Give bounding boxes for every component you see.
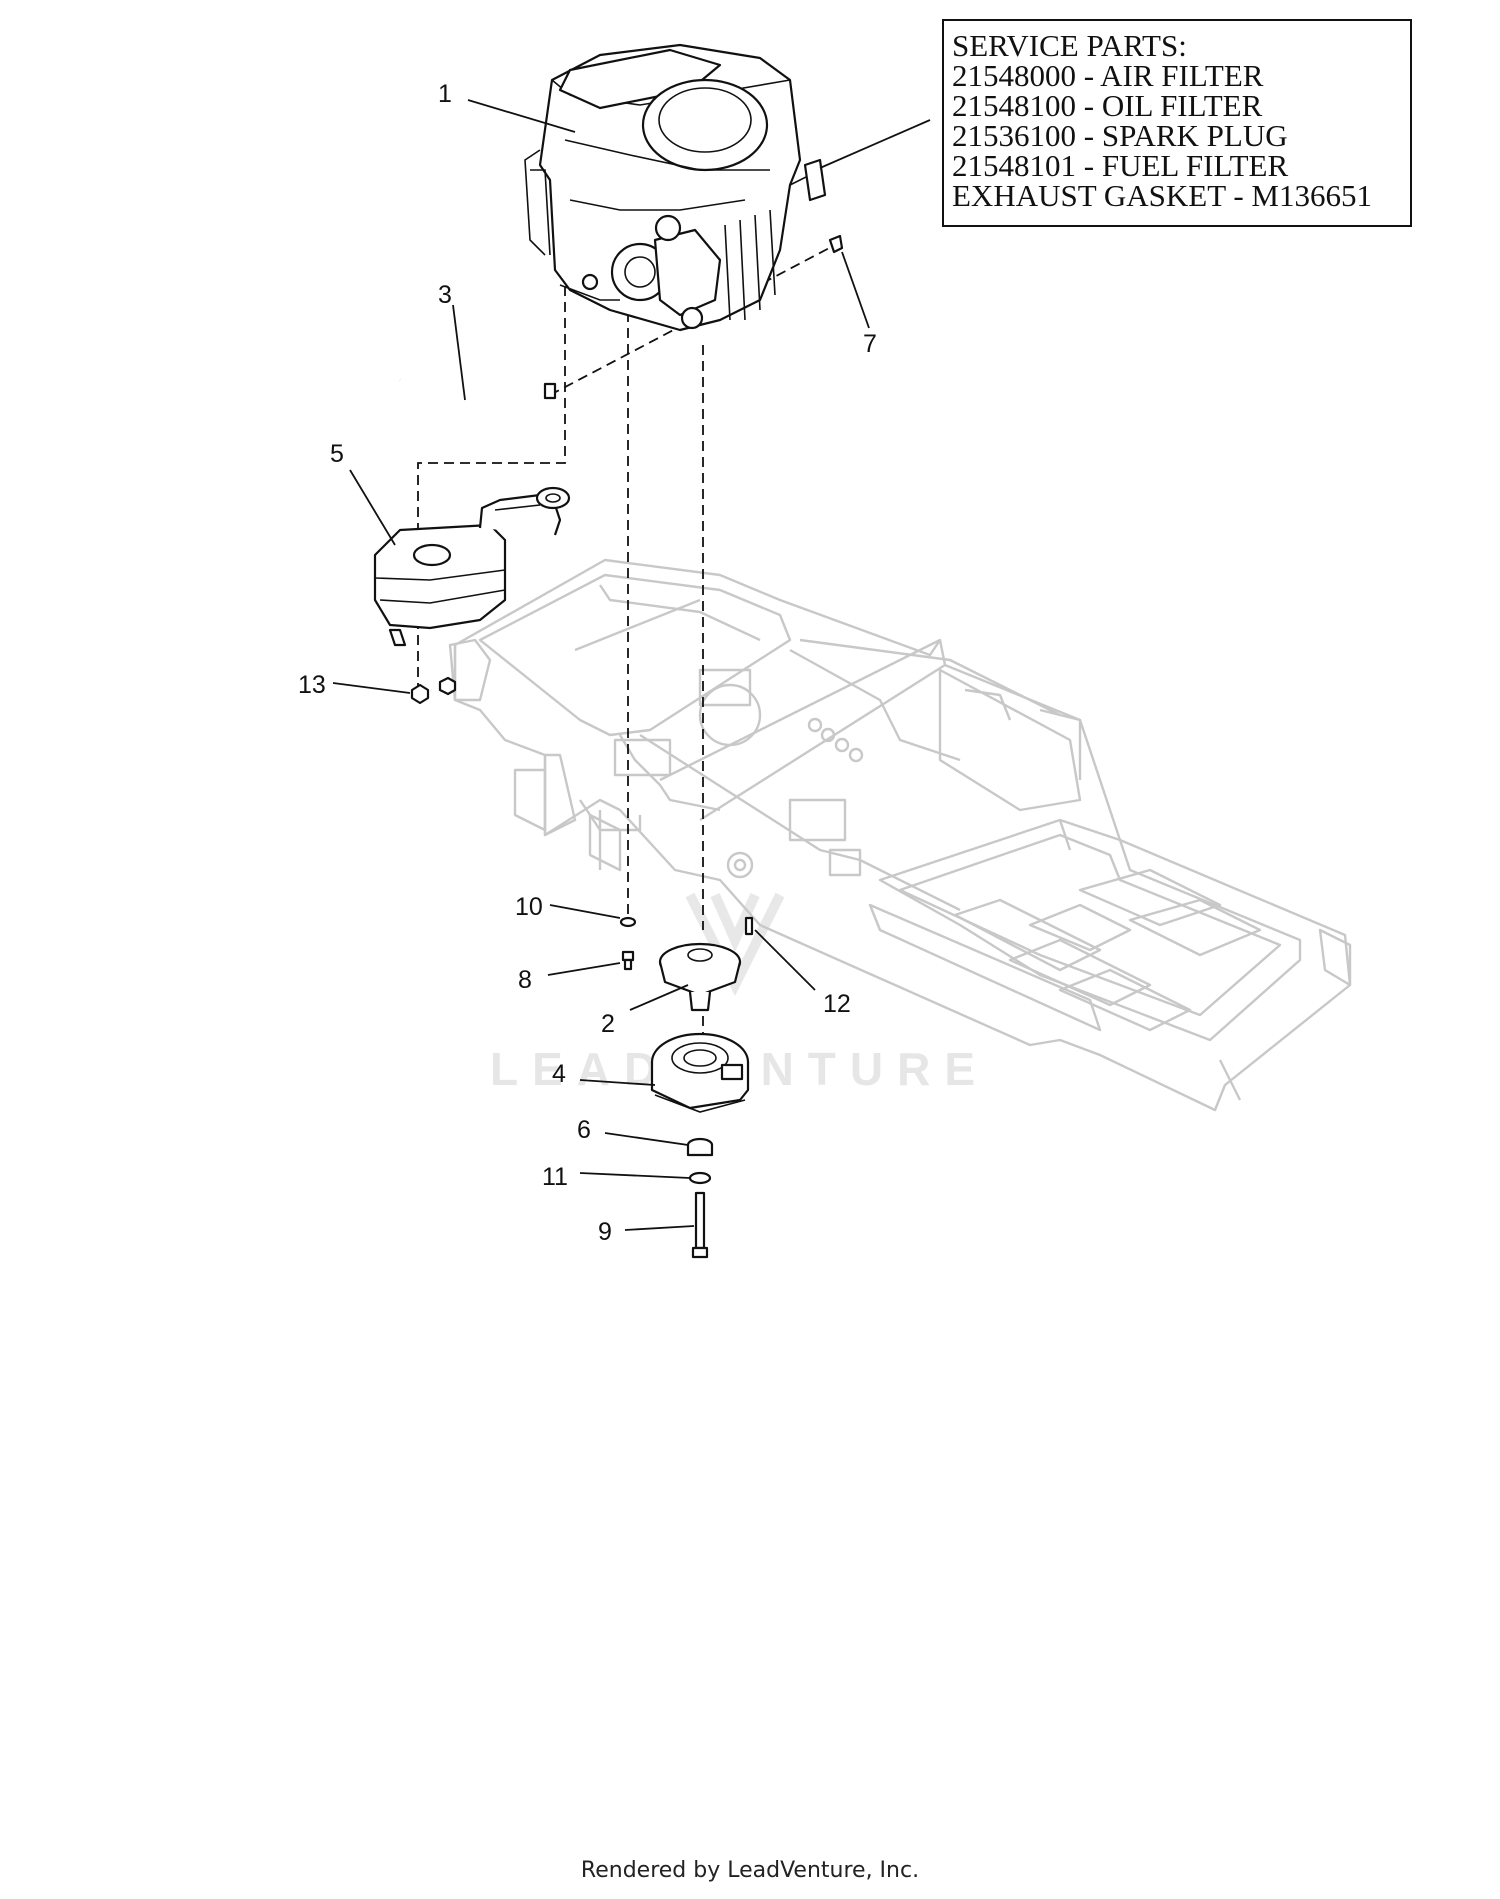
bolt-part-8 [621,950,635,971]
bolt-part-9 [691,1191,709,1259]
service-part-oil-filter: 21548100 - OIL FILTER [952,88,1263,123]
engine-part-1 [524,43,827,332]
watermark-logo-icon [685,892,785,997]
chassis-frame [448,558,1352,1112]
callout-3: 3 [438,281,452,309]
service-part-air-filter: 21548000 - AIR FILTER [952,58,1264,93]
callout-9: 9 [598,1218,612,1246]
callout-8: 8 [518,966,532,994]
service-part-exhaust-gasket: EXHAUST GASKET - M136651 [952,178,1372,213]
callout-6: 6 [577,1116,591,1144]
muffler-part-5 [373,486,571,647]
fuel-line-part-3 [399,378,557,412]
pulley-part-2 [658,942,742,1012]
bolt-part-7 [828,234,844,254]
callout-13: 13 [298,671,326,699]
callout-numbers: 1 2 3 4 5 6 7 8 9 10 11 12 13 [298,80,877,1246]
callout-1: 1 [438,80,452,108]
service-part-fuel-filter: 21548101 - FUEL FILTER [952,148,1288,183]
footer-credit: Rendered by LeadVenture, Inc. [580,1858,920,1883]
nut-part-13 [410,676,457,705]
callout-2: 2 [601,1010,615,1038]
callout-4: 4 [552,1060,566,1088]
spacer-part-6 [686,1137,714,1157]
washer-part-11 [688,1171,712,1185]
leader-lines [332,99,931,1231]
washer-part-10 [619,916,637,928]
callout-5: 5 [330,440,344,468]
key-part-12 [744,916,754,936]
service-part-spark-plug: 21536100 - SPARK PLUG [952,118,1288,153]
service-parts-heading: SERVICE PARTS: [952,28,1187,63]
callout-7: 7 [863,330,877,358]
service-parts-box: SERVICE PARTS: 21548000 - AIR FILTER 215… [942,19,1412,227]
callout-12: 12 [823,990,851,1018]
callout-11: 11 [542,1163,568,1191]
clutch-part-4 [650,1032,750,1113]
callout-10: 10 [515,893,543,921]
